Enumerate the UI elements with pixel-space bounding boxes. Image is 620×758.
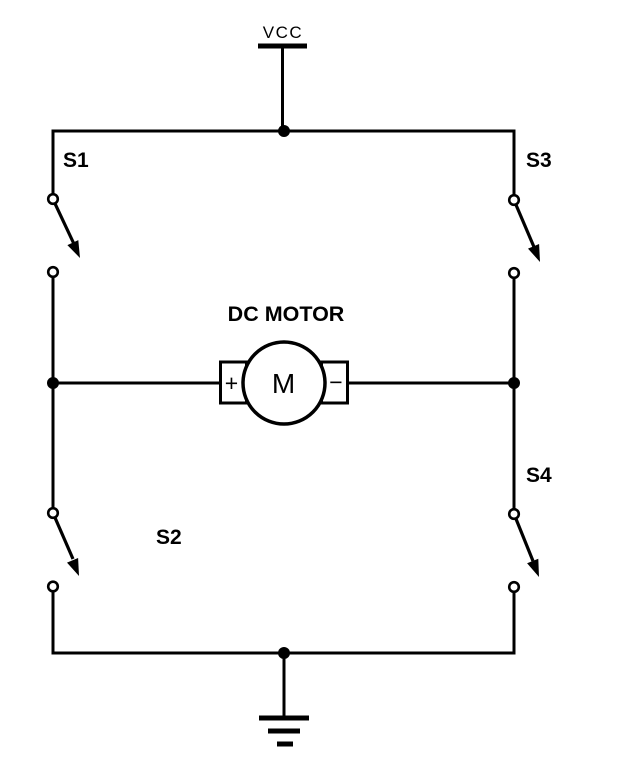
switch-s2-contact-top [46, 506, 60, 520]
ground-icon [259, 651, 309, 747]
switch-s2-arrowhead [67, 558, 79, 576]
junction-dot-left [47, 377, 59, 389]
switch-s3-icon [507, 193, 540, 280]
switch-s1-contact-top [46, 192, 60, 206]
vcc-rail-icon [258, 43, 307, 133]
switch-s1-contact-bottom [46, 265, 60, 279]
switch-s4-contact-top [507, 507, 521, 521]
switch-s4-contact-bottom [507, 580, 521, 594]
motor-positive-label: + [225, 370, 238, 396]
switch-s3-contact-bottom [507, 266, 521, 280]
switch-s1-arrowhead [67, 240, 80, 258]
switch-s2-icon [46, 506, 79, 593]
switch-s2-label: S2 [156, 526, 182, 549]
junction-dot-right [508, 377, 520, 389]
dc-motor-icon: + − M [219, 340, 349, 426]
switch-s2-contact-bottom [46, 580, 60, 593]
switch-s3-arm [514, 203, 536, 248]
switch-s1-icon [46, 192, 80, 279]
switch-s3-contact-top [507, 193, 521, 207]
motor-negative-label: − [329, 369, 342, 395]
switch-s1-label: S1 [63, 149, 89, 172]
switch-s1-arm [53, 202, 76, 245]
switch-s3-label: S3 [526, 149, 552, 172]
junction-dot-bottom [278, 647, 290, 659]
motor-symbol-label: M [272, 368, 295, 399]
switch-s2-arm [53, 516, 75, 560]
vcc-label: VCC [263, 23, 303, 42]
switch-s4-arm [514, 517, 535, 562]
switch-s4-label: S4 [526, 464, 552, 487]
junction-dot-top [278, 125, 290, 137]
diagram-title: DC MOTOR [228, 302, 345, 326]
switch-s3-arrowhead [528, 244, 540, 262]
switch-s4-icon [507, 507, 539, 594]
motor-body-circle [241, 340, 327, 426]
switch-s4-arrowhead [527, 558, 539, 577]
